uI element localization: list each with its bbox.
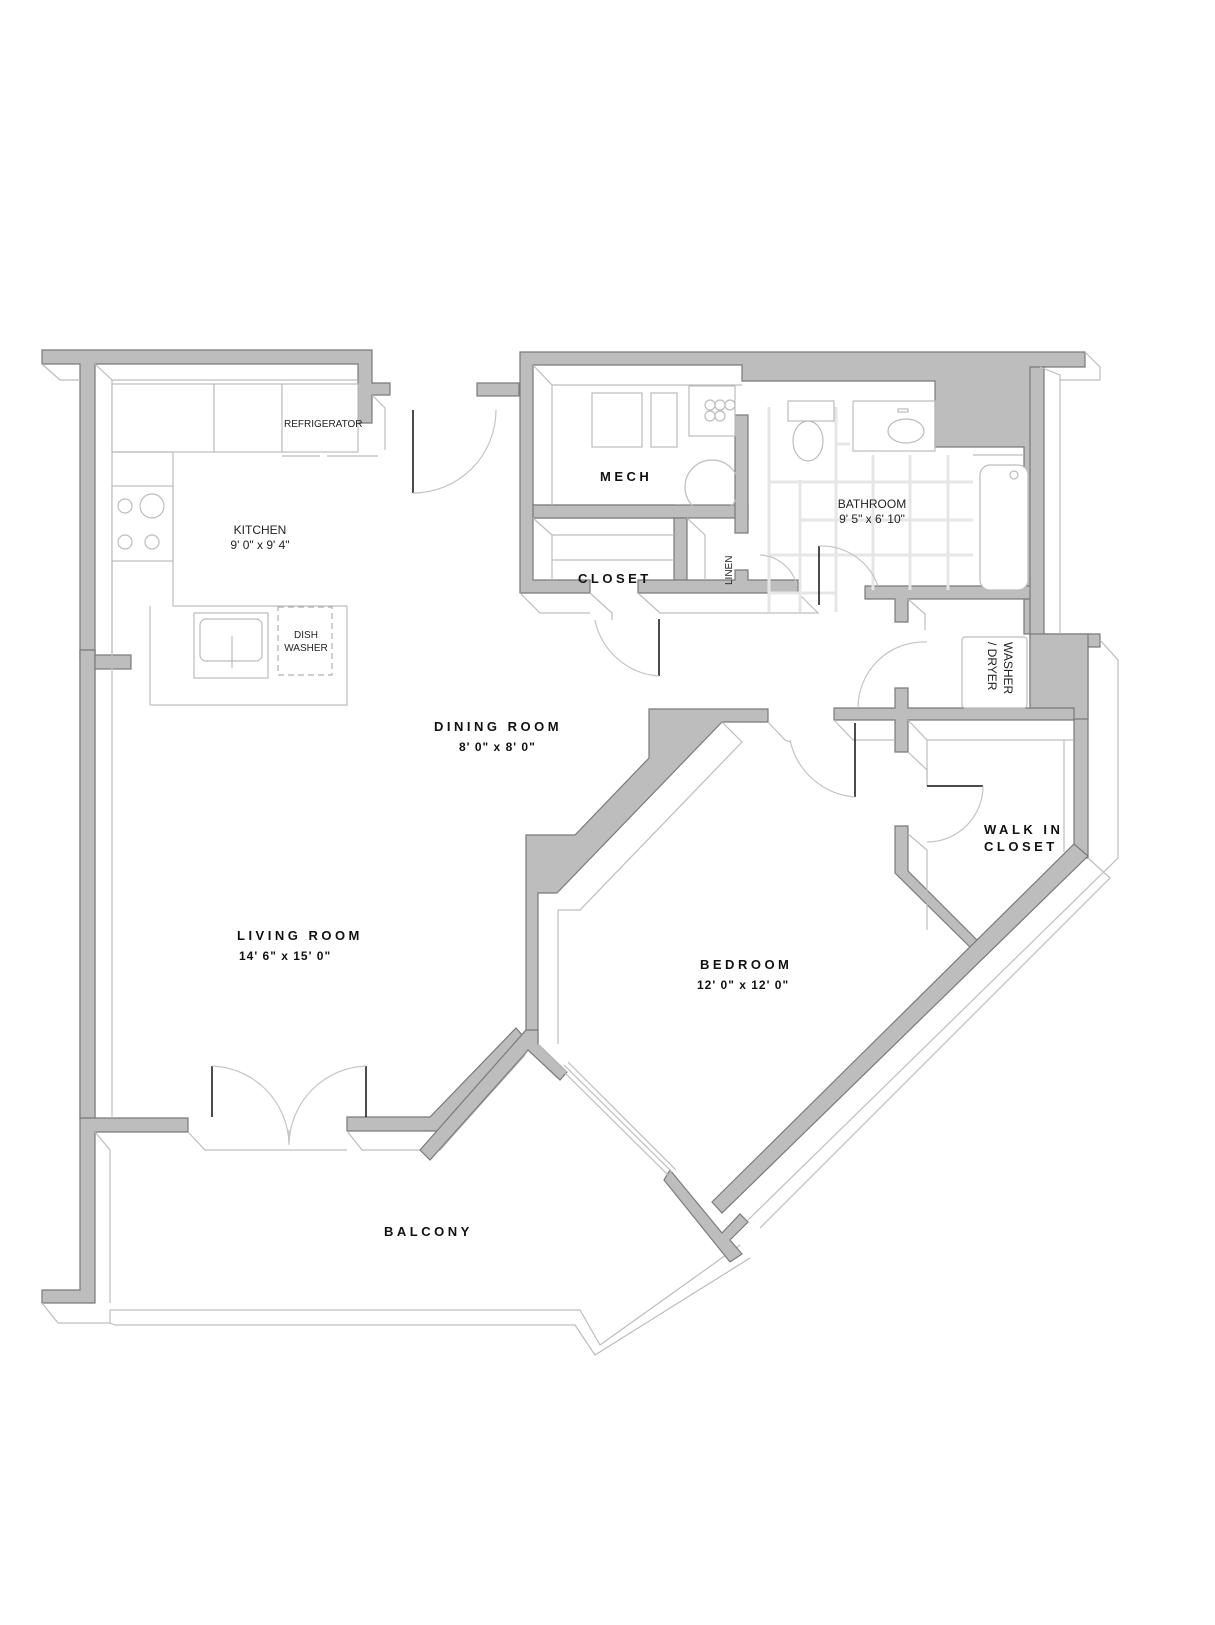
bathroom-fixtures: [767, 400, 1029, 612]
dishwasher-label-2: WASHER: [284, 643, 328, 654]
walk-in-closet-door[interactable]: [926, 785, 984, 843]
bathroom-door[interactable]: [818, 545, 879, 605]
dining-room-label: DINING ROOM: [434, 719, 562, 734]
exterior-walls: [41, 349, 524, 1304]
core-shadow-lines: [519, 351, 1119, 1229]
kitchen-size: 9' 0" x 9' 4": [230, 538, 289, 552]
bedroom-window: [559, 1061, 677, 1176]
dishwasher-label-1: DISH: [294, 630, 318, 641]
washer-dryer-label-1: WASHER: [1001, 642, 1015, 695]
balcony-label: BALCONY: [384, 1224, 473, 1239]
washer-dryer: [961, 636, 1028, 709]
closet-door[interactable]: [594, 619, 660, 677]
walk-in-closet-label-2: CLOSET: [984, 839, 1058, 854]
linen-label: LINEN: [724, 556, 735, 585]
wall-shadow-lines: [41, 363, 751, 1356]
mech-fixtures: [591, 385, 740, 515]
bathroom-size: 9' 5" x 6' 10": [839, 512, 905, 526]
washer-dryer-label-2: / DRYER: [985, 642, 999, 691]
laundry-door[interactable]: [857, 641, 928, 709]
walk-in-closet-label-1: WALK IN: [984, 822, 1063, 837]
refrigerator-label: REFRIGERATOR: [284, 419, 363, 430]
bedroom-size: 12' 0" x 12' 0": [697, 978, 789, 992]
linen-door[interactable]: [759, 554, 798, 587]
bedroom-label: BEDROOM: [700, 957, 792, 972]
dining-room-size: 8' 0" x 8' 0": [459, 740, 536, 754]
bedroom-door[interactable]: [789, 723, 856, 798]
living-room-label: LIVING ROOM: [237, 928, 363, 943]
bedroom-walls: [419, 708, 769, 1263]
closet-label: CLOSET: [578, 571, 652, 586]
mech-label: MECH: [600, 469, 652, 484]
bathroom-label: BATHROOM: [838, 497, 906, 511]
kitchen-label: KITCHEN: [234, 523, 287, 537]
entry-door[interactable]: [412, 409, 497, 494]
living-room-size: 14' 6" x 15' 0": [239, 949, 331, 963]
core-walls: [476, 351, 1101, 1214]
kitchen-fixtures: [111, 383, 378, 706]
bedroom-shadow-lines: [537, 721, 791, 1073]
balcony-french-doors[interactable]: [211, 1065, 367, 1145]
